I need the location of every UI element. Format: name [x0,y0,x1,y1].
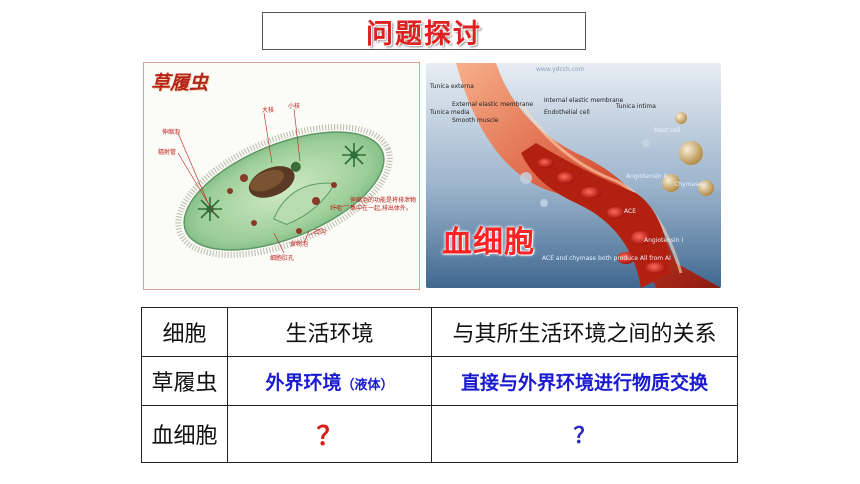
label-big-nucleus: 大核 [262,107,275,114]
page-title: 问题探讨 [366,18,482,50]
label-ace: ACE [624,208,636,215]
paramecium-illustration [175,108,393,258]
label-footnote: ACE and chymase both produce All from AI [542,255,671,262]
row-environment: 外界环境（液体） [227,356,432,407]
label-endothelial: Endothelial cell [544,109,590,116]
label-tunica-externa: Tunica externa [430,83,474,90]
label-small-nucleus: 小核 [288,103,301,110]
watermark: www.ydcch.com [536,66,585,73]
row-cell-name: 血细胞 [141,405,228,463]
label-angiotensin-i: Angiotensin I [644,237,684,244]
row-relation: 直接与外界环境进行物质交换 [431,356,738,407]
label-smooth-muscle: Smooth muscle [452,117,499,124]
label-external-elastic: External elastic membrane [452,101,534,108]
header-environment: 生活环境 [227,306,432,358]
label-anal-pore: 细胞肛孔 [270,255,295,262]
label-internal-elastic: Internal elastic membrane [544,97,624,104]
question-mark-relation: ？ [431,405,738,463]
blood-vessel-illustration [426,63,721,288]
label-contractile-vacuole: 伸缩泡 [162,129,181,136]
header-cell: 细胞 [141,306,228,358]
comparison-table: 细胞 生活环境 与其所生活环境之间的关系 草履虫 外界环境（液体） 直接与外界环… [141,306,738,463]
label-oral-groove: 口沟 [314,229,327,236]
title-box: 问题探讨 [262,12,586,50]
blood-cell-caption: 血细胞 [442,225,535,260]
label-tunica-media: Tunica media [430,109,470,116]
table-row: 血细胞 ？ ？ [141,405,738,463]
label-radial-canal: 辐射管 [158,149,177,156]
table-row: 草履虫 外界环境（液体） 直接与外界环境进行物质交换 [141,356,738,407]
label-angiotensin-ii: Angiotensin II [626,173,667,180]
label-tunica-intima: Tunica intima [616,103,656,110]
question-mark-environment: ？ [227,405,432,463]
environment-main: 外界环境 [265,371,342,394]
paramecium-caption: 草履虫 [151,72,209,94]
label-mast-cell: Mast cell [654,127,681,134]
paramecium-diagram: 草履虫 大核 小核 伸缩泡 辐射管 纤毛 口沟 食物泡 细胞肛孔 伸缩泡的功能是… [143,62,420,290]
environment-note: （液体） [341,377,394,393]
row-cell-name: 草履虫 [141,356,228,407]
header-relation: 与其所生活环境之间的关系 [431,306,738,358]
table-header-row: 细胞 生活环境 与其所生活环境之间的关系 [141,306,738,358]
label-note: 伸缩泡的功能是将排泄物集中在一起,排出体外。 [350,197,417,212]
label-chymase: Chymase [674,181,702,188]
blood-vessel-diagram: www.ydcch.com Tunica externa Tunica medi… [426,63,721,288]
label-food-vacuole: 食物泡 [290,241,309,248]
label-cilia: 纤毛 [330,205,343,212]
